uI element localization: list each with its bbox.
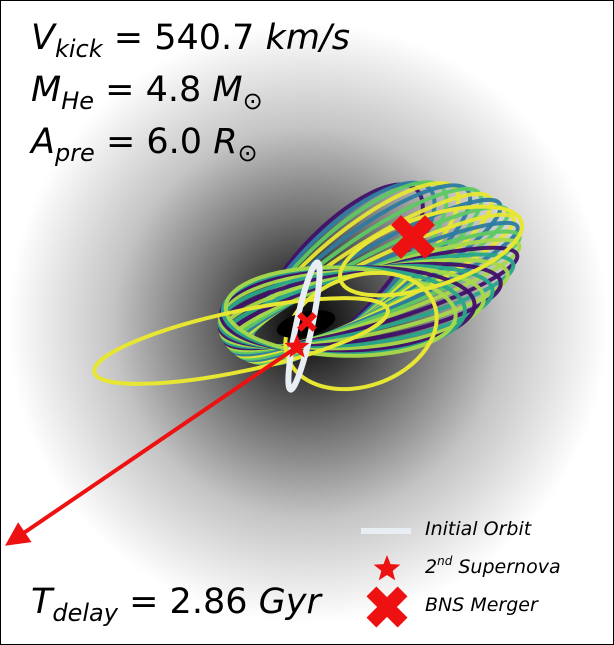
kick-arrow [5, 345, 299, 546]
bns-merger-x-icon [391, 215, 435, 259]
legend-supernova-label: 2nd Supernova [425, 554, 561, 578]
legend-merger-label: BNS Merger [425, 594, 538, 616]
supernova-star-icon [284, 334, 310, 358]
legend-initial-orbit-label: Initial Orbit [425, 518, 532, 540]
orbit-track-highlight [92, 296, 390, 386]
mhe-label: MHe = 4.8 M⊙ [31, 70, 263, 115]
tdelay-label: Tdelay = 2.86 Gyr [31, 582, 321, 627]
orbit-track-highlight [338, 204, 524, 298]
orbit-tracks [92, 180, 524, 392]
legend-merger-x-icon [366, 586, 408, 628]
small-merger-x-icon [297, 312, 317, 332]
legend-supernova-star-icon [373, 555, 401, 581]
apre-label: Apre = 6.0 R⊙ [31, 122, 258, 167]
vkick-label: Vkick = 540.7 km/s [31, 18, 350, 63]
